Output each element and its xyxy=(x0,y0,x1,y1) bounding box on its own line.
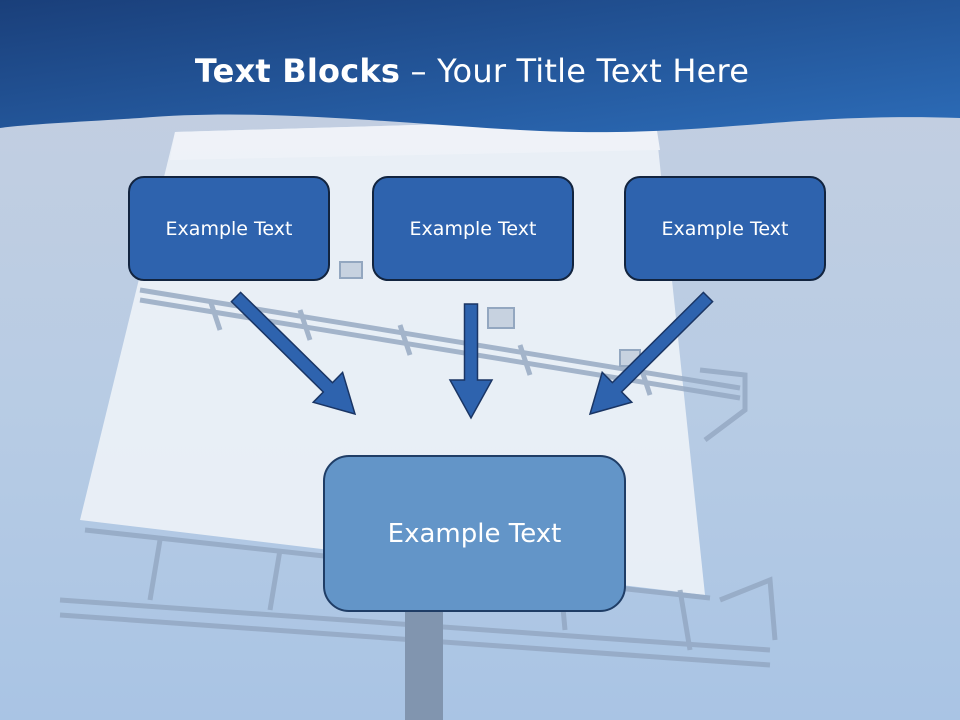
text-block-right[interactable]: Example Text xyxy=(624,176,826,281)
text-block-label: Example Text xyxy=(409,217,537,240)
arrow-center-down xyxy=(448,303,494,420)
title-bold: Text Blocks xyxy=(194,52,401,90)
arrow-left-down xyxy=(230,291,357,416)
arrow-right-down xyxy=(588,291,714,416)
arrows-group xyxy=(230,291,714,420)
title-rest: Your Title Text Here xyxy=(437,52,750,90)
page-title: Text Blocks – Your Title Text Here xyxy=(0,52,944,90)
text-block-label: Example Text xyxy=(661,217,789,240)
text-block-label: Example Text xyxy=(165,217,293,240)
title-dash: – xyxy=(400,52,438,90)
text-block-left[interactable]: Example Text xyxy=(128,176,330,281)
target-block[interactable]: Example Text xyxy=(323,455,626,612)
text-block-center[interactable]: Example Text xyxy=(372,176,574,281)
target-block-label: Example Text xyxy=(387,518,562,549)
header-banner xyxy=(0,0,960,133)
